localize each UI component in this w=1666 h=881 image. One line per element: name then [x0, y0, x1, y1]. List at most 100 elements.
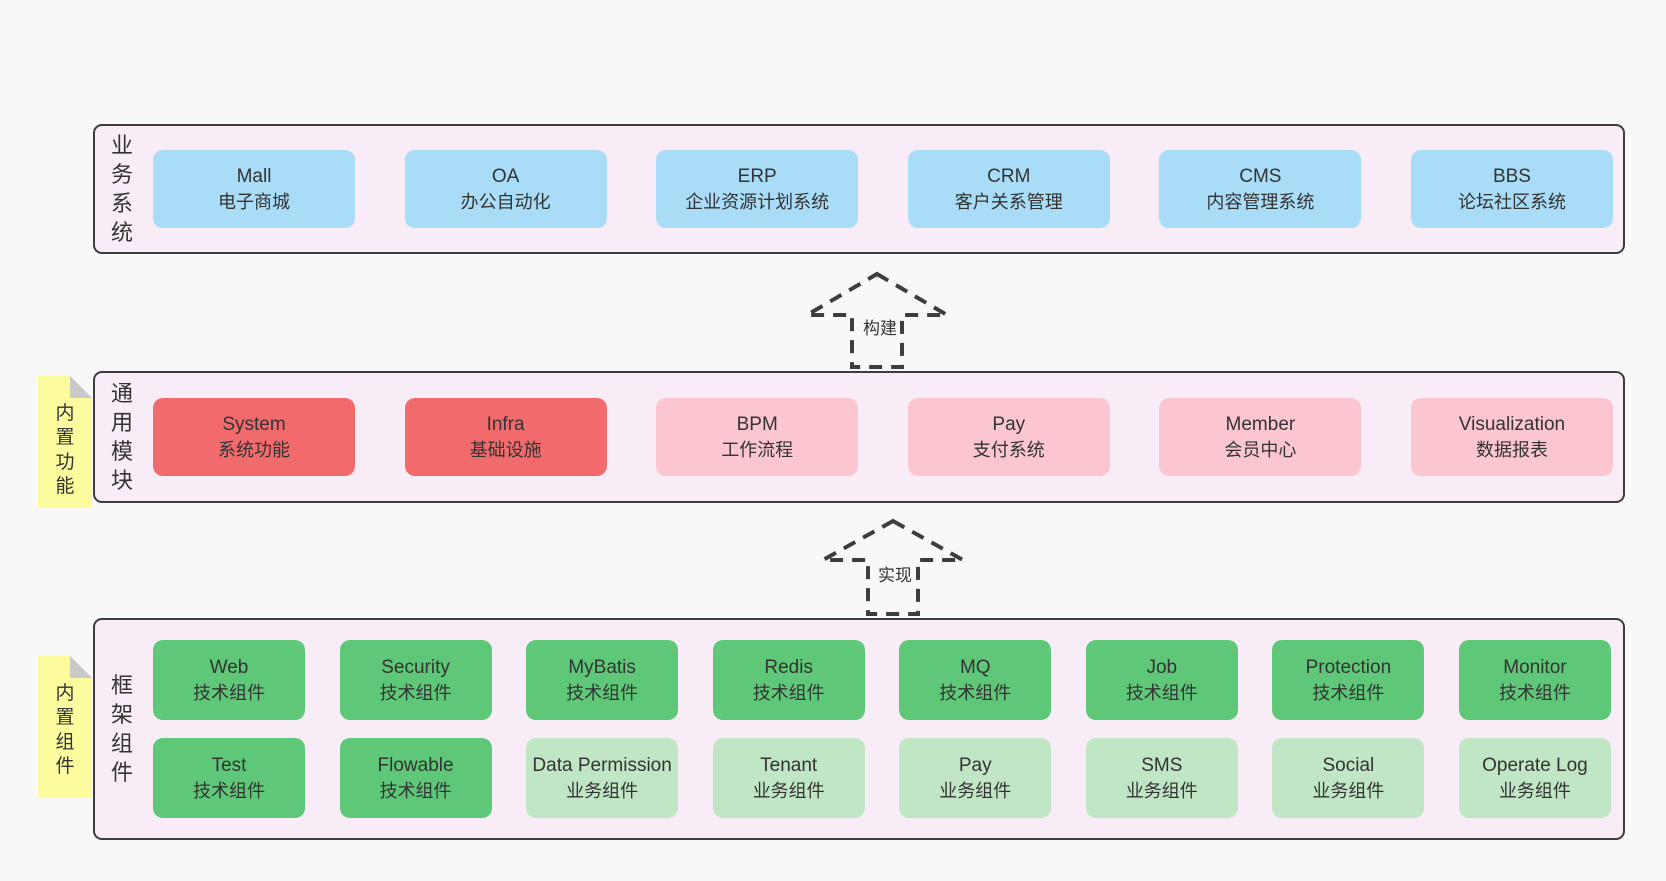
box-subtitle: 技术组件 [1312, 682, 1385, 703]
box-title: Visualization [1458, 414, 1566, 436]
module-box-visualization: Visualization 数据报表 [1410, 398, 1613, 476]
module-box-mq: MQ 技术组件 [899, 640, 1052, 720]
module-box-oa: OA 办公自动化 [404, 150, 607, 228]
box-subtitle: 业务组件 [1312, 780, 1385, 801]
box-subtitle: 支付系统 [972, 439, 1045, 460]
box-subtitle: 论坛社区系统 [1457, 191, 1566, 212]
box-title: SMS [1141, 755, 1183, 777]
layer-label-business-systems: 业务系统 [110, 132, 133, 246]
module-box-erp: ERP 企业资源计划系统 [656, 150, 859, 228]
box-title: Mall [236, 166, 272, 188]
box-row: System 系统功能 Infra 基础设施 BPM 工作流程 Pay 支付系统 Member 会… [153, 398, 1613, 476]
box-subtitle: 业务组件 [1125, 780, 1198, 801]
module-box-protection: Protection 技术组件 [1272, 640, 1425, 720]
box-title: MyBatis [568, 657, 636, 679]
box-subtitle: 办公自动化 [460, 191, 551, 212]
module-box-infra: Infra 基础设施 [404, 398, 607, 476]
module-box-web: Web 技术组件 [153, 640, 305, 720]
arrow-label-build: 构建 [860, 314, 900, 339]
module-box-mybatis: MyBatis 技术组件 [526, 640, 679, 720]
box-subtitle: 电子商城 [218, 191, 290, 212]
folded-corner [70, 376, 92, 398]
box-title: Data Permission [532, 755, 672, 777]
box-subtitle: 技术组件 [1498, 682, 1571, 703]
box-title: Operate Log [1482, 755, 1588, 777]
layer-label-common-modules: 通用模块 [110, 380, 133, 494]
box-title: BBS [1492, 166, 1531, 188]
box-title: BPM [736, 414, 778, 436]
box-title: System [222, 414, 286, 436]
box-subtitle: 业务组件 [1498, 780, 1571, 801]
module-box-bbs: BBS 论坛社区系统 [1410, 150, 1613, 228]
box-subtitle: 内容管理系统 [1206, 191, 1315, 212]
box-subtitle: 业务组件 [566, 780, 639, 801]
module-box-redis: Redis 技术组件 [712, 640, 865, 720]
box-title: Social [1322, 755, 1375, 777]
dashed-up-arrow-build [799, 271, 955, 369]
module-box-mall: Mall 电子商城 [153, 150, 355, 228]
layer-label-framework-components: 框架组件 [110, 672, 133, 786]
box-title: Web [209, 657, 249, 679]
module-box-security: Security 技术组件 [339, 640, 492, 720]
box-subtitle: 业务组件 [939, 780, 1012, 801]
module-box-system: System 系统功能 [153, 398, 355, 476]
box-row: Mall 电子商城 OA 办公自动化 ERP 企业资源计划系统 CRM 客户关系管理 CMS 内容… [153, 150, 1613, 228]
layer-business-systems: 业务系统 Mall 电子商城 OA 办公自动化 ERP 企业资源计划系统 CRM 客户关系管理… [93, 124, 1625, 254]
box-subtitle: 业务组件 [752, 780, 825, 801]
arrow-label-implement: 实现 [875, 561, 915, 586]
module-box-member: Member 会员中心 [1159, 398, 1362, 476]
box-title: Monitor [1503, 657, 1567, 679]
module-box-sms: SMS 业务组件 [1085, 738, 1238, 818]
box-subtitle: 客户关系管理 [954, 191, 1063, 212]
module-box-flowable: Flowable 技术组件 [339, 738, 492, 818]
box-title: Security [381, 657, 450, 679]
module-box-cms: CMS 内容管理系统 [1159, 150, 1362, 228]
box-title: Protection [1305, 657, 1392, 679]
module-box-pay: Pay 支付系统 [907, 398, 1110, 476]
box-subtitle: 基础设施 [469, 439, 542, 460]
dashed-up-arrow-implement [815, 518, 971, 616]
module-box-operate-log: Operate Log 业务组件 [1458, 738, 1611, 818]
box-subtitle: 系统功能 [218, 439, 290, 460]
box-subtitle: 技术组件 [193, 682, 265, 703]
module-box-crm: CRM 客户关系管理 [907, 150, 1110, 228]
box-subtitle: 技术组件 [566, 682, 639, 703]
box-subtitle: 技术组件 [1125, 682, 1198, 703]
box-subtitle: 企业资源计划系统 [685, 191, 830, 212]
module-box-data-permission: Data Permission 业务组件 [526, 738, 679, 818]
box-row: Test 技术组件 Flowable 技术组件 Data Permission 业务组件 T… [153, 738, 1611, 818]
box-title: Pay [992, 414, 1026, 436]
box-title: Tenant [760, 755, 818, 777]
box-title: Flowable [377, 755, 454, 777]
common-modules-box-row: System 系统功能 Infra 基础设施 BPM 工作流程 Pay 支付系统 Member 会… [153, 373, 1613, 501]
box-title: Redis [764, 657, 813, 679]
box-subtitle: 技术组件 [939, 682, 1012, 703]
box-title: MQ [959, 657, 991, 679]
box-title: ERP [737, 166, 777, 188]
layer-common-modules: 通用模块 System 系统功能 Infra 基础设施 BPM 工作流程 Pay 支付系统 Me… [93, 371, 1625, 503]
sticky-note-label: 内置功能 [55, 403, 75, 497]
box-subtitle: 技术组件 [379, 780, 452, 801]
box-title: OA [491, 166, 520, 188]
module-box-test: Test 技术组件 [153, 738, 305, 818]
box-title: Member [1225, 414, 1296, 436]
box-subtitle: 技术组件 [193, 780, 265, 801]
folded-corner [70, 656, 92, 678]
box-subtitle: 技术组件 [379, 682, 452, 703]
box-subtitle: 会员中心 [1224, 439, 1297, 460]
box-subtitle: 工作流程 [721, 439, 794, 460]
module-box-social: Social 业务组件 [1272, 738, 1425, 818]
business-systems-box-row: Mall 电子商城 OA 办公自动化 ERP 企业资源计划系统 CRM 客户关系管理 CMS 内容… [153, 126, 1613, 252]
sticky-note-builtin-features: 内置功能 [38, 376, 92, 508]
box-title: CMS [1239, 166, 1282, 188]
box-title: Infra [486, 414, 525, 436]
box-title: CRM [987, 166, 1031, 188]
box-subtitle: 数据报表 [1475, 439, 1548, 460]
module-box-monitor: Monitor 技术组件 [1458, 640, 1611, 720]
box-title: Test [211, 755, 247, 777]
box-subtitle: 技术组件 [752, 682, 825, 703]
